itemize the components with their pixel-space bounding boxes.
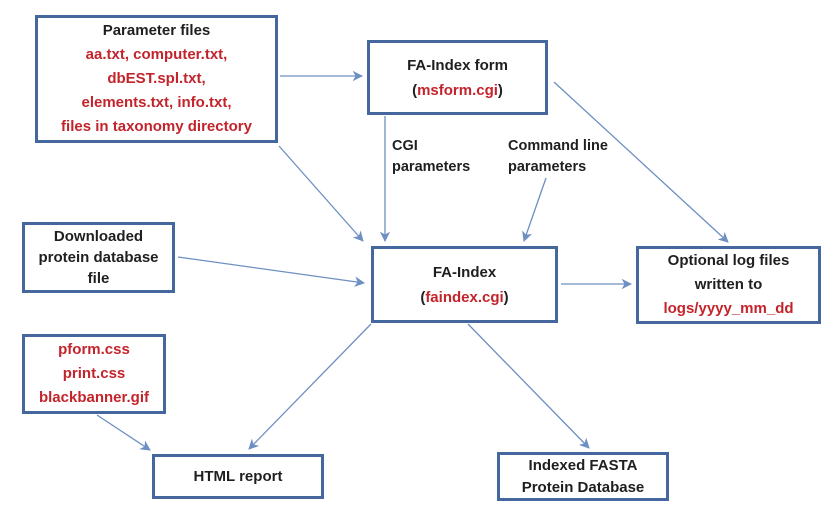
box-line: protein database: [38, 249, 159, 266]
box-html-report: HTML report: [152, 454, 324, 499]
asset-file-line: print.css: [62, 365, 126, 382]
box-title: Parameter files: [102, 22, 211, 39]
box-script-name: (faindex.cgi): [420, 285, 508, 310]
box-optional-log-files: Optional log files written to logs/yyyy_…: [636, 246, 821, 324]
script-name: faindex.cgi: [425, 288, 504, 306]
box-fa-index: FA-Index (faindex.cgi): [371, 246, 558, 323]
box-title: FA-Index: [432, 263, 497, 281]
box-fa-index-form: FA-Index form (msform.cgi): [367, 40, 548, 115]
log-path: logs/yyyy_mm_dd: [663, 300, 794, 317]
asset-file-line: blackbanner.gif: [38, 389, 150, 406]
box-line: written to: [694, 276, 763, 293]
arrow-command-line-params-to-fa-index: [522, 177, 547, 242]
parameter-file-line: dbEST.spl.txt,: [107, 70, 206, 87]
label-line: parameters: [392, 159, 471, 175]
label-command-line-parameters: Command line parameters: [508, 136, 608, 178]
paren-close: ): [497, 81, 503, 99]
script-name: msform.cgi: [417, 81, 498, 99]
arrow-downloaded-db-to-fa-index: [177, 256, 366, 287]
box-line: Indexed FASTA: [528, 456, 638, 474]
label-line: CGI: [392, 138, 418, 154]
box-script-name: (msform.cgi): [412, 78, 503, 103]
box-downloaded-db: Downloaded protein database file: [22, 222, 175, 293]
arrow-web-assets-to-html-report: [96, 414, 151, 451]
label-line: Command line: [508, 138, 608, 154]
arrow-fa-index-to-indexed-fasta: [467, 323, 590, 449]
parameter-file-line: elements.txt, info.txt,: [81, 94, 232, 111]
asset-file-line: pform.css: [58, 341, 130, 358]
box-line: Optional log files: [667, 252, 790, 269]
paren-open: (: [420, 288, 426, 306]
box-title: HTML report: [193, 468, 283, 485]
box-parameter-files: Parameter files aa.txt, computer.txt, db…: [35, 15, 278, 143]
parameter-file-line: aa.txt, computer.txt,: [85, 46, 228, 63]
paren-close: ): [503, 288, 509, 306]
label-cgi-parameters: CGI parameters: [392, 136, 470, 178]
label-line: parameters: [508, 159, 587, 175]
box-web-assets: pform.css print.css blackbanner.gif: [22, 334, 166, 414]
box-indexed-fasta: Indexed FASTA Protein Database: [497, 452, 669, 501]
paren-open: (: [412, 81, 418, 99]
box-title: FA-Index form: [407, 56, 508, 74]
parameter-file-line: files in taxonomy directory: [61, 118, 252, 135]
arrow-parameter-files-to-fa-index: [278, 145, 364, 242]
arrow-fa-index-form-to-optional-log: [553, 81, 729, 243]
arrow-fa-index-to-html-report: [248, 323, 372, 450]
box-line: file: [87, 270, 110, 287]
box-line: Downloaded: [53, 228, 144, 245]
box-line: Protein Database: [521, 478, 645, 496]
